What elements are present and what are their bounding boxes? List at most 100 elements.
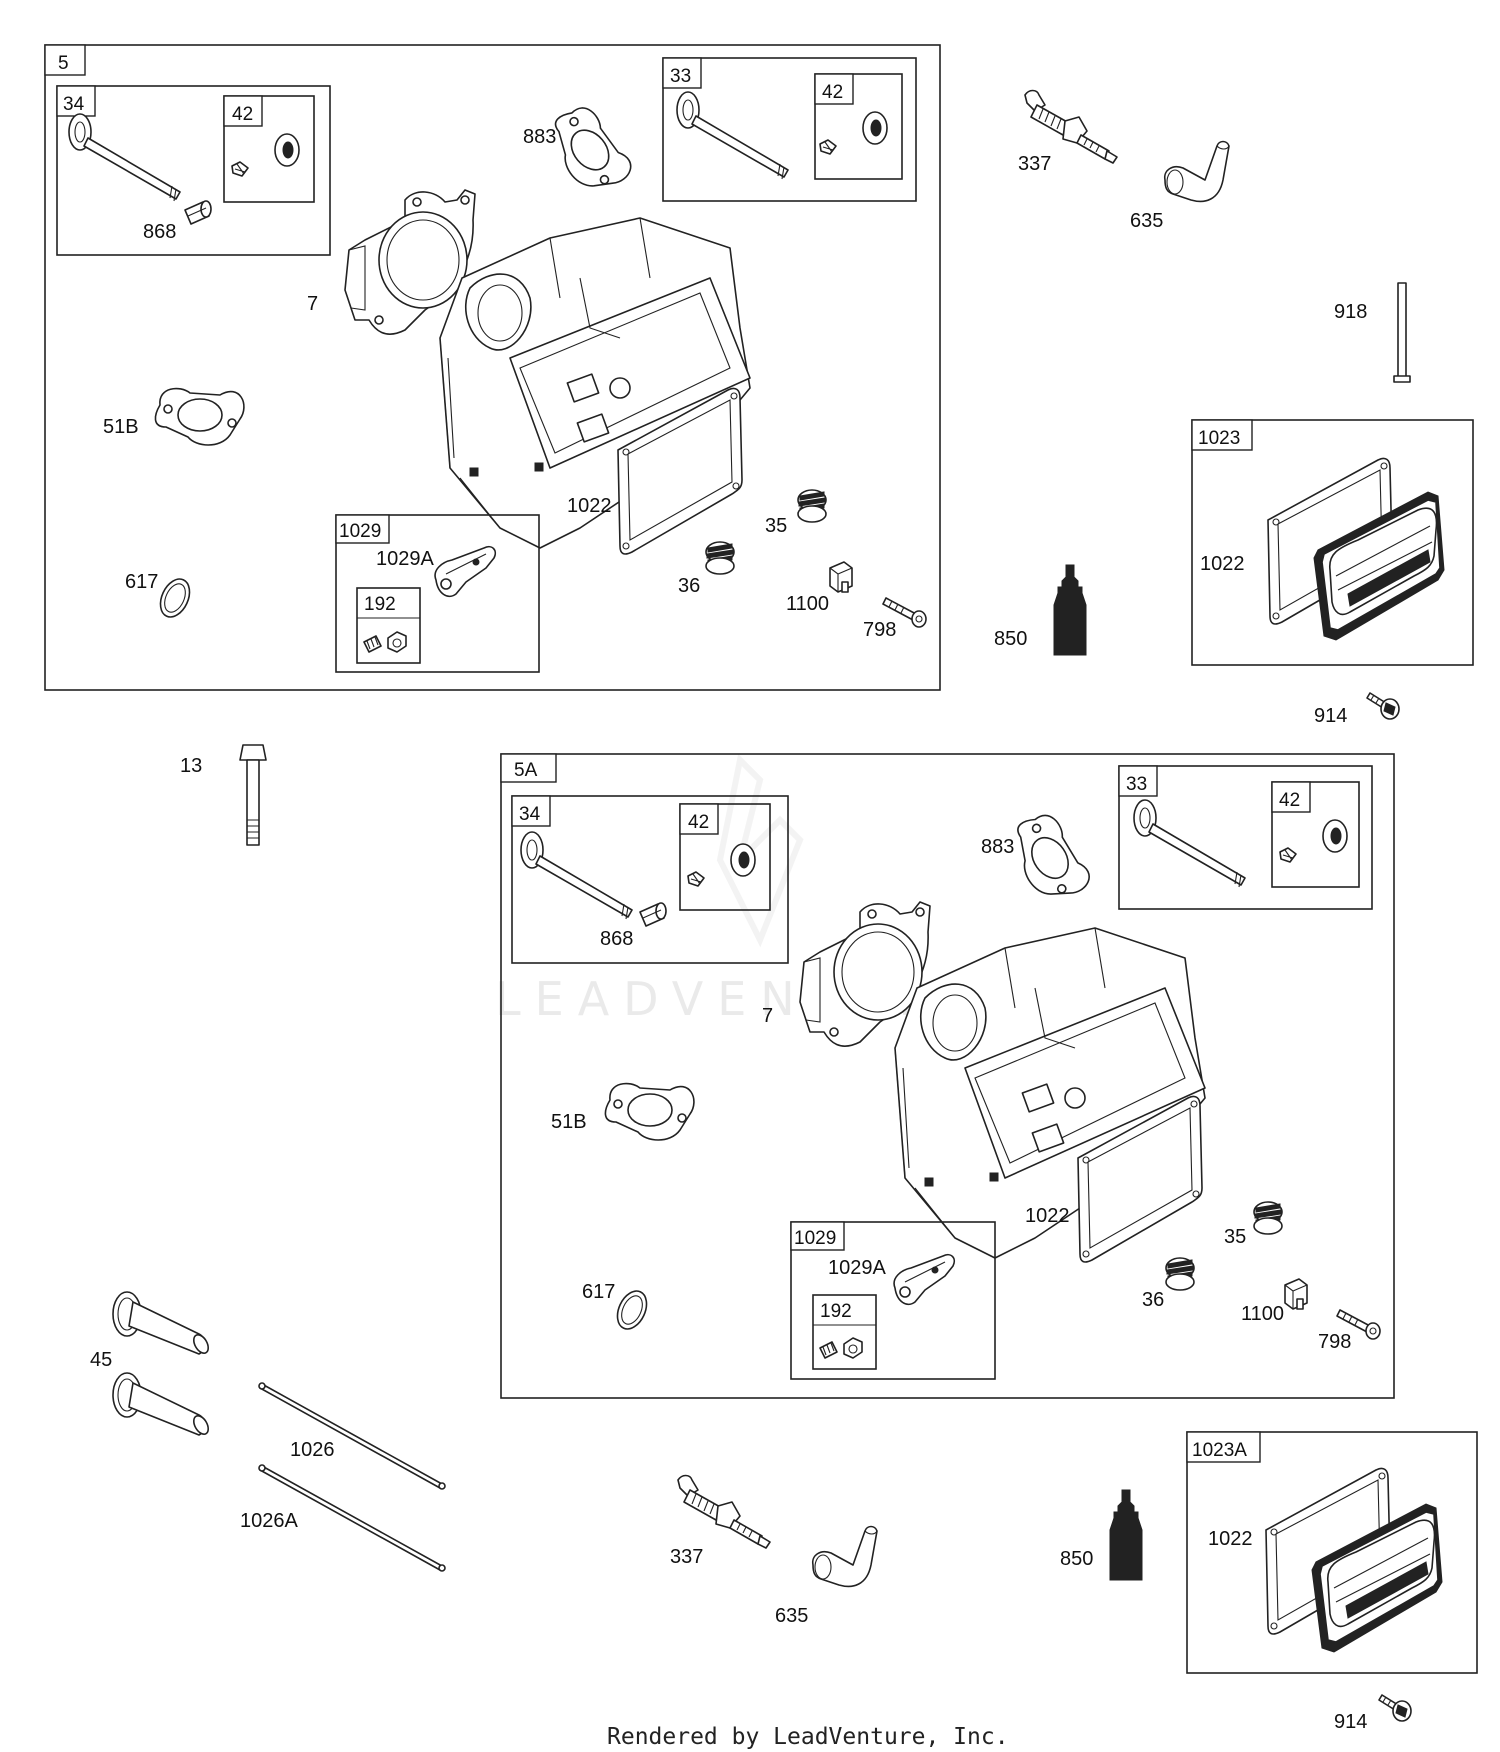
group-5A-label: 5A — [514, 760, 538, 781]
label-337-top: 337 — [1018, 153, 1051, 175]
screw-nut-icon — [819, 1337, 863, 1359]
group-5A-1029-label: 1029 — [794, 1228, 836, 1249]
group-1023A-label: 1023A — [1192, 1440, 1247, 1461]
ring-617-icon — [153, 573, 197, 623]
group-1023: 1023 1022 — [1191, 419, 1474, 666]
spring-36-icon — [1165, 1257, 1195, 1291]
ring-617-icon — [610, 1285, 654, 1335]
group-5-34-frame — [56, 85, 331, 256]
label-1026: 1026 — [290, 1439, 335, 1461]
gasket-51b-icon — [604, 1082, 695, 1141]
valve-seal-icon — [184, 200, 212, 225]
group-5-33-frame — [662, 57, 917, 202]
label-1100-mid: 1100 — [1241, 1303, 1284, 1325]
watermark-logo — [716, 753, 804, 948]
keeper-seal-icon — [819, 111, 888, 155]
label-617: 617 — [125, 571, 158, 593]
clip-1100-icon — [1284, 1278, 1308, 1310]
plug-boot-icon — [811, 1525, 878, 1588]
intake-valve-icon — [68, 113, 181, 202]
label-914-bottom: 914 — [1334, 1711, 1367, 1733]
screw-nut-icon — [363, 631, 407, 653]
group-5A-42a-label: 42 — [688, 812, 709, 833]
screw-914-icon — [1378, 1694, 1412, 1722]
gasket-883-icon — [537, 98, 640, 204]
tappet-icon — [112, 1372, 212, 1438]
label-36-mid: 36 — [1142, 1289, 1164, 1311]
label-1022: 1022 — [567, 495, 612, 517]
label-1100: 1100 — [786, 593, 829, 615]
label-45: 45 — [90, 1349, 112, 1371]
push-rod-icon — [258, 1382, 446, 1490]
label-798-mid: 798 — [1318, 1331, 1351, 1353]
screw-914-icon — [1366, 692, 1400, 720]
keeper-seal-icon — [231, 133, 300, 177]
group-1023A-frame — [1186, 1431, 1478, 1674]
group-5A-42b-label: 42 — [1279, 790, 1300, 811]
group-5A-192-label: 192 — [820, 1301, 852, 1322]
group-5-42b-label: 42 — [822, 82, 843, 103]
label-1026A: 1026A — [240, 1510, 298, 1532]
group-5A-1029-frame — [790, 1221, 996, 1380]
gasket-883-icon — [999, 805, 1098, 912]
label-850-top: 850 — [994, 628, 1027, 650]
label-1029A: 1029A — [376, 548, 434, 570]
plug-boot-icon — [1163, 140, 1230, 203]
spring-35-icon — [797, 489, 827, 523]
sealant-tube-icon — [1053, 564, 1087, 656]
label-35-mid: 35 — [1224, 1226, 1246, 1248]
group-1023-frame — [1191, 419, 1474, 666]
label-36: 36 — [678, 575, 700, 597]
label-13: 13 — [180, 755, 202, 777]
keeper-seal-icon — [1279, 819, 1348, 863]
group-5-42a-label: 42 — [232, 104, 253, 125]
group-5A-34-frame — [511, 795, 789, 964]
valve-seal-icon — [639, 902, 667, 927]
group-5A-frame — [500, 753, 1395, 1399]
label-868: 868 — [143, 221, 176, 243]
rocker-arm-icon — [893, 1253, 956, 1306]
label-798: 798 — [863, 619, 896, 641]
label-617-mid: 617 — [582, 1281, 615, 1303]
breather-tube-icon — [1397, 282, 1407, 380]
label-1029A-mid: 1029A — [828, 1257, 886, 1279]
label-7: 7 — [307, 293, 318, 315]
label-883: 883 — [523, 126, 556, 148]
exhaust-valve-icon — [676, 91, 789, 180]
label-337-bottom: 337 — [670, 1546, 703, 1568]
label-914-top: 914 — [1314, 705, 1347, 727]
label-1022-bottom: 1022 — [1208, 1528, 1253, 1550]
label-51B-mid: 51B — [551, 1111, 587, 1133]
label-635-bottom: 635 — [775, 1605, 808, 1627]
sealant-tube-icon — [1109, 1489, 1143, 1581]
group-5-34-label: 34 — [63, 94, 85, 115]
label-635-top: 635 — [1130, 210, 1163, 232]
spring-35-icon — [1253, 1201, 1283, 1235]
spring-36-icon — [705, 541, 735, 575]
group-5A-33-frame — [1118, 765, 1373, 910]
label-35: 35 — [765, 515, 787, 537]
group-5-33-label: 33 — [670, 66, 691, 87]
group-5-1029-frame — [335, 514, 540, 673]
label-850-bottom: 850 — [1060, 1548, 1093, 1570]
group-1023A: 1023A 1022 — [1186, 1431, 1478, 1674]
label-1022-right: 1022 — [1200, 553, 1245, 575]
label-883-mid: 883 — [981, 836, 1014, 858]
group-5-192-label: 192 — [364, 594, 396, 615]
gasket-51b-icon — [154, 387, 245, 446]
label-918: 918 — [1334, 301, 1367, 323]
tappet-icon — [112, 1291, 212, 1357]
label-868-mid: 868 — [600, 928, 633, 950]
group-5A-34-label: 34 — [519, 804, 541, 825]
group-1023-label: 1023 — [1198, 428, 1240, 449]
clip-1100-icon — [829, 561, 853, 593]
head-bolt-13-icon — [239, 744, 267, 846]
group-5-1029-label: 1029 — [339, 521, 381, 542]
group-5A: 5A 34 42 868 33 42 883 7 51B 1022 35 36 — [500, 753, 1395, 1399]
group-5-label: 5 — [58, 53, 69, 74]
label-51B: 51B — [103, 416, 139, 438]
label-1022-mid: 1022 — [1025, 1205, 1070, 1227]
group-5: 5 34 42 868 33 42 883 7 51B 1022 35 36 — [44, 44, 941, 691]
group-5A-33-label: 33 — [1126, 774, 1147, 795]
